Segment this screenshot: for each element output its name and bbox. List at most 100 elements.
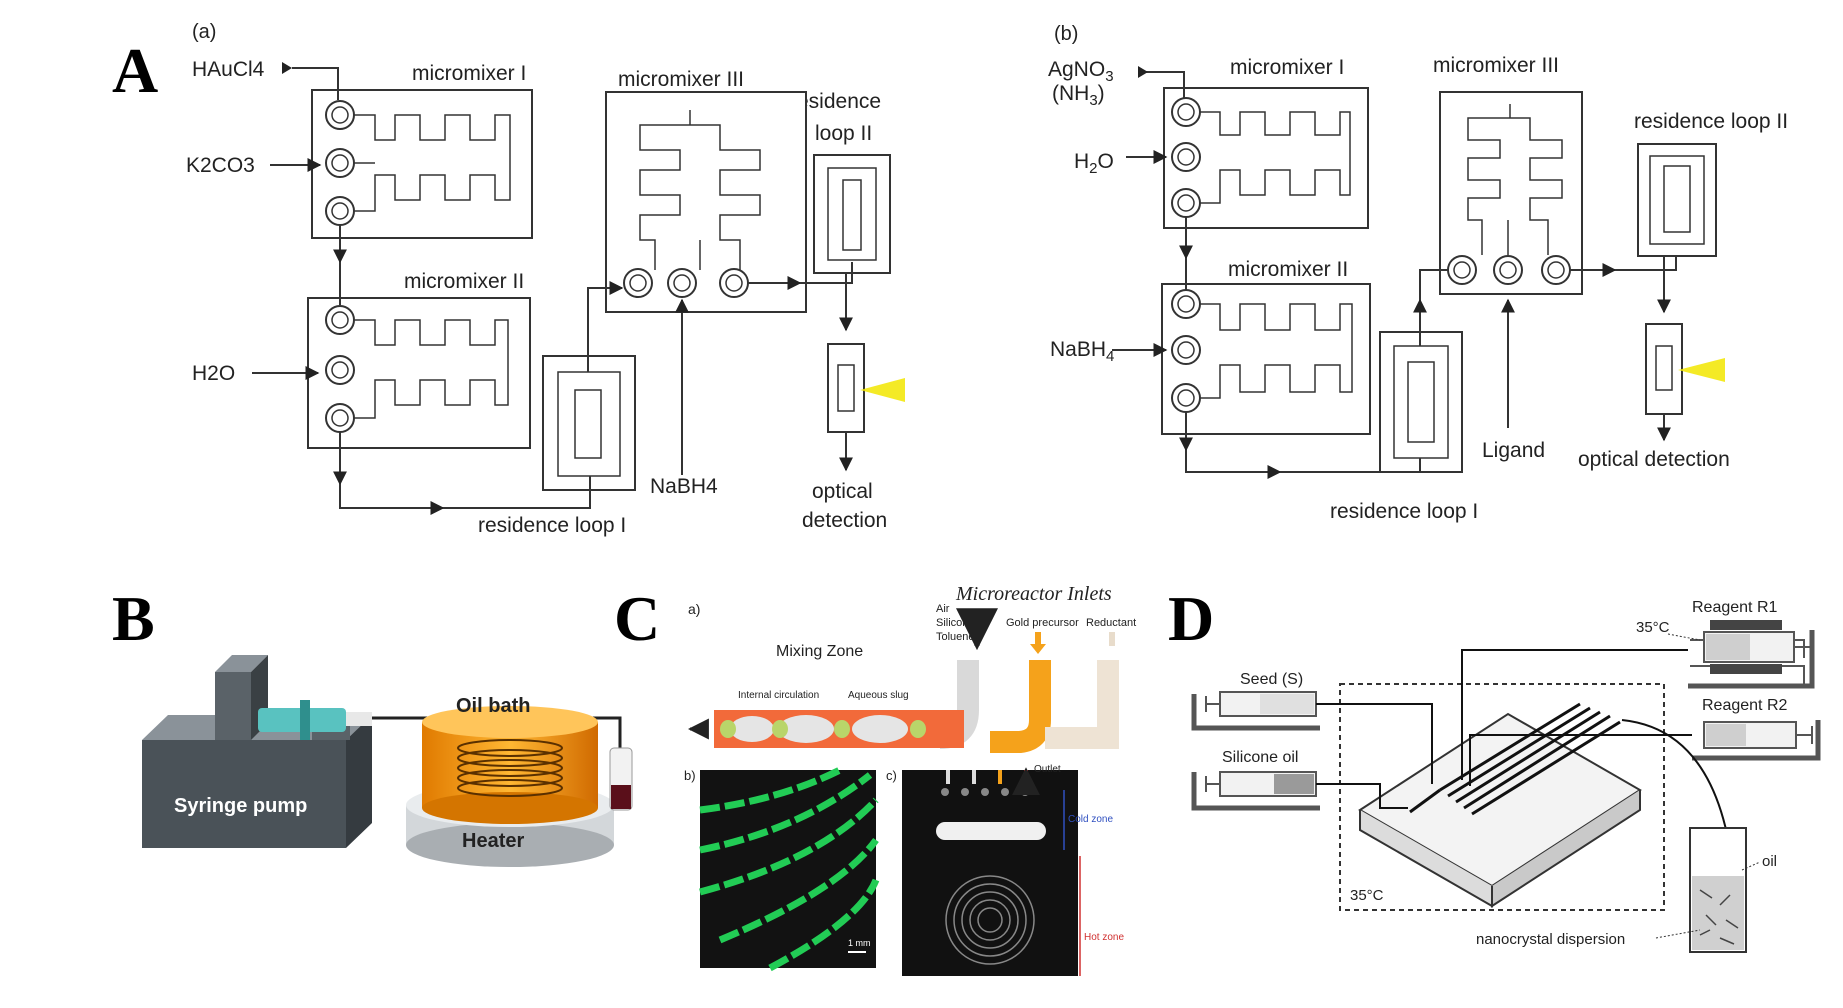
input-label: H2O (192, 362, 235, 385)
micromixer-label: micromixer II (1228, 258, 1348, 281)
silicone-oil-label: Silicone oil (1222, 749, 1298, 766)
dispersion-label: nanocrystal dispersion (1476, 931, 1625, 948)
micromixer-label: micromixer III (1433, 54, 1559, 77)
inlet-channel (1045, 660, 1119, 749)
serpentine-channel (1467, 104, 1563, 255)
aqueous-slug-label: Aqueous slug (848, 690, 909, 701)
flow-line (587, 281, 624, 372)
serpentine-channel (354, 319, 509, 419)
micromixer-label: micromixer III (618, 68, 744, 91)
scale-bar: 1 mm (848, 938, 871, 948)
pump-label: Syringe pump (174, 795, 307, 817)
thermostat-zone (1339, 683, 1665, 911)
input-label: (NH3) (1052, 82, 1105, 109)
inlet-silicone: Silicone oil (936, 617, 989, 629)
residence-loop-label: residence (790, 90, 881, 113)
inlets-title: Microreactor Inlets (955, 583, 1112, 605)
micromixer-box (311, 89, 533, 239)
h2o-subscript: 2 (1089, 160, 1097, 177)
input-label: AgNO3 (1048, 58, 1114, 85)
inlet-channel (990, 660, 1051, 753)
oil-label: oil (1762, 853, 1777, 870)
oil-bath-label: Oil bath (456, 695, 530, 717)
inlet-toluene: Toluene (936, 631, 975, 643)
subpanel-label: (a) (192, 21, 216, 43)
panel-letter-a: A (112, 35, 158, 106)
input-label: NaBH4 (650, 475, 718, 498)
panel-b: B Syringe pump Heater Oil bath (112, 583, 633, 867)
spiral-channel (945, 875, 1035, 965)
coil (457, 739, 563, 797)
reagent-label: Reagent R1 (1692, 599, 1777, 616)
circulation-markers (720, 720, 926, 738)
micromixer-label: micromixer II (404, 270, 524, 293)
internal-circulation-label: Internal circulation (738, 690, 819, 701)
subpanel-label: c) (886, 768, 897, 783)
inlet-reductant: Reductant (1086, 617, 1136, 629)
micromixer-label: micromixer I (1230, 56, 1344, 79)
optical-label: detection (802, 509, 887, 532)
agno3-text: AgNO (1048, 58, 1105, 81)
mixing-zone-label: Mixing Zone (776, 643, 863, 660)
subpanel-label: b) (684, 768, 696, 783)
aqueous-slugs (730, 715, 908, 743)
panel-c: C a) Microreactor Inlets Air Silicone oi… (614, 583, 1136, 976)
seed-label: Seed (S) (1240, 671, 1303, 688)
inlet-air: Air (936, 603, 950, 615)
serpentine-channel (1200, 303, 1353, 399)
flow-line (1185, 450, 1282, 479)
cold-zone-label: Cold zone (1068, 814, 1113, 825)
nanocrystals (1699, 889, 1739, 945)
nabh4-subscript: 4 (1106, 348, 1114, 365)
optical-label: optical (812, 480, 873, 503)
subpanel-label: (b) (1054, 23, 1078, 45)
input-label: K2CO3 (186, 154, 255, 177)
panel-a-right: (b) AgNO3 (NH3) H2O NaBH4 Ligand micromi… (1048, 23, 1788, 523)
residence-loop (542, 355, 636, 491)
flow-line (339, 484, 445, 515)
serpentine-channel (639, 110, 761, 270)
chip-channels (1409, 702, 1621, 816)
panel-letter-d: D (1168, 583, 1214, 654)
subpanel-label: a) (688, 601, 700, 617)
inlet-gold: Gold precursor (1006, 617, 1079, 629)
nh3-close: ) (1098, 82, 1105, 105)
nh3-text: (NH (1052, 82, 1089, 105)
chip-photo (902, 770, 1078, 976)
residence-loop-label: residence loop II (1634, 110, 1788, 133)
h2o-end: O (1098, 150, 1114, 173)
residence-loop-label: residence loop I (1330, 500, 1478, 523)
input-label: HAuCl4 (192, 58, 265, 81)
flow-line (1138, 71, 1185, 98)
nh3-subscript: 3 (1089, 92, 1097, 109)
flow-line (292, 67, 339, 100)
agno3-subscript: 3 (1105, 68, 1113, 85)
optical-cell (1645, 323, 1683, 415)
residence-loop (1379, 331, 1463, 473)
input-label: NaBH4 (1050, 338, 1114, 365)
panel-letter-b: B (112, 583, 155, 654)
heating-jacket (1710, 620, 1782, 630)
residence-loop (813, 154, 891, 274)
serpentine-channel (1200, 111, 1351, 204)
nabh4-text: NaBH (1050, 338, 1106, 361)
hot-zone-label: Hot zone (1084, 932, 1124, 943)
optical-label: optical detection (1578, 448, 1730, 471)
micromixer-label: micromixer I (412, 62, 526, 85)
panel-d: D Reagent R1 35°C Seed (S) Reagent R2 Si… (1168, 583, 1821, 953)
temperature-label: 35°C (1636, 619, 1670, 636)
residence-loop-label: residence loop I (478, 514, 626, 537)
micromixer-box (1439, 91, 1583, 295)
microfluidic-chip (1358, 712, 1642, 888)
h2o-text: H (1074, 150, 1089, 173)
green-channels (699, 766, 880, 972)
optical-beam (1612, 358, 1725, 382)
optical-beam (790, 378, 905, 402)
input-label: H2O (1074, 150, 1114, 177)
panel-letter-c: C (614, 583, 660, 654)
micromixer-box (1163, 87, 1369, 229)
temperature-label: 35°C (1350, 887, 1384, 904)
serpentine-channel (354, 114, 511, 212)
reagent-label: Reagent R2 (1702, 697, 1787, 714)
